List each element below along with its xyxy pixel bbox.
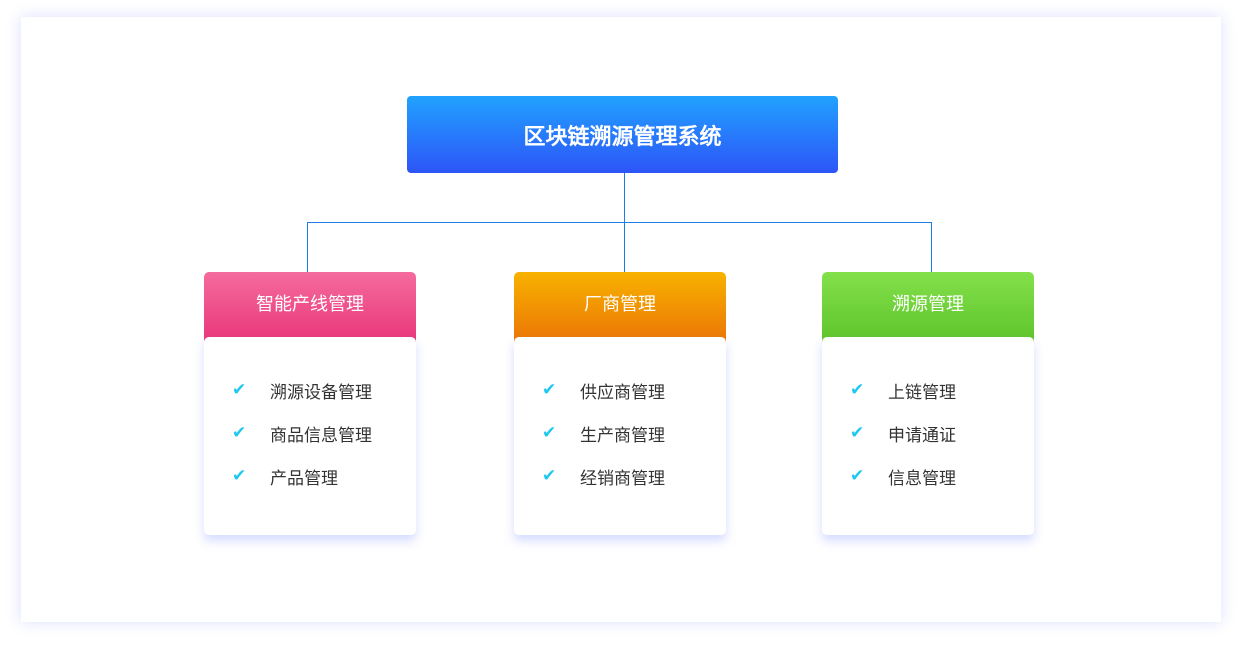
item-label: 供应商管理 [580, 382, 665, 403]
list-item: ✔ 商品信息管理 [232, 421, 372, 446]
module-body: ✔ 上链管理 ✔ 申请通证 ✔ 信息管理 [822, 337, 1034, 535]
connector [307, 222, 932, 223]
module-header: 厂商管理 [514, 272, 726, 344]
check-icon: ✔ [542, 380, 557, 400]
list-item: ✔ 信息管理 [850, 464, 956, 489]
check-icon: ✔ [542, 466, 557, 486]
check-icon: ✔ [542, 423, 557, 443]
check-icon: ✔ [850, 466, 865, 486]
connector [624, 173, 625, 222]
item-label: 商品信息管理 [270, 425, 372, 446]
module-body: ✔ 供应商管理 ✔ 生产商管理 ✔ 经销商管理 [514, 337, 726, 535]
list-item: ✔ 溯源设备管理 [232, 378, 372, 403]
list-item: ✔ 上链管理 [850, 378, 956, 403]
item-label: 溯源设备管理 [270, 382, 372, 403]
item-label: 生产商管理 [580, 425, 665, 446]
connector [931, 222, 932, 272]
check-icon: ✔ [232, 466, 247, 486]
connector [307, 222, 308, 272]
module-card: 厂商管理 ✔ 供应商管理 ✔ 生产商管理 ✔ 经销商管理 [514, 272, 726, 535]
check-icon: ✔ [232, 380, 247, 400]
item-label: 申请通证 [888, 425, 956, 446]
root-node: 区块链溯源管理系统 [407, 96, 838, 173]
check-icon: ✔ [850, 423, 865, 443]
module-header: 智能产线管理 [204, 272, 416, 344]
module-body: ✔ 溯源设备管理 ✔ 商品信息管理 ✔ 产品管理 [204, 337, 416, 535]
module-header: 溯源管理 [822, 272, 1034, 344]
list-item: ✔ 申请通证 [850, 421, 956, 446]
item-label: 经销商管理 [580, 468, 665, 489]
list-item: ✔ 经销商管理 [542, 464, 665, 489]
list-item: ✔ 供应商管理 [542, 378, 665, 403]
item-label: 产品管理 [270, 468, 338, 489]
module-card: 智能产线管理 ✔ 溯源设备管理 ✔ 商品信息管理 ✔ 产品管理 [204, 272, 416, 535]
list-item: ✔ 生产商管理 [542, 421, 665, 446]
item-label: 信息管理 [888, 468, 956, 489]
root-title: 区块链溯源管理系统 [523, 124, 722, 150]
connector [624, 222, 625, 272]
module-card: 溯源管理 ✔ 上链管理 ✔ 申请通证 ✔ 信息管理 [822, 272, 1034, 535]
check-icon: ✔ [850, 380, 865, 400]
check-icon: ✔ [232, 423, 247, 443]
list-item: ✔ 产品管理 [232, 464, 338, 489]
item-label: 上链管理 [888, 382, 956, 403]
